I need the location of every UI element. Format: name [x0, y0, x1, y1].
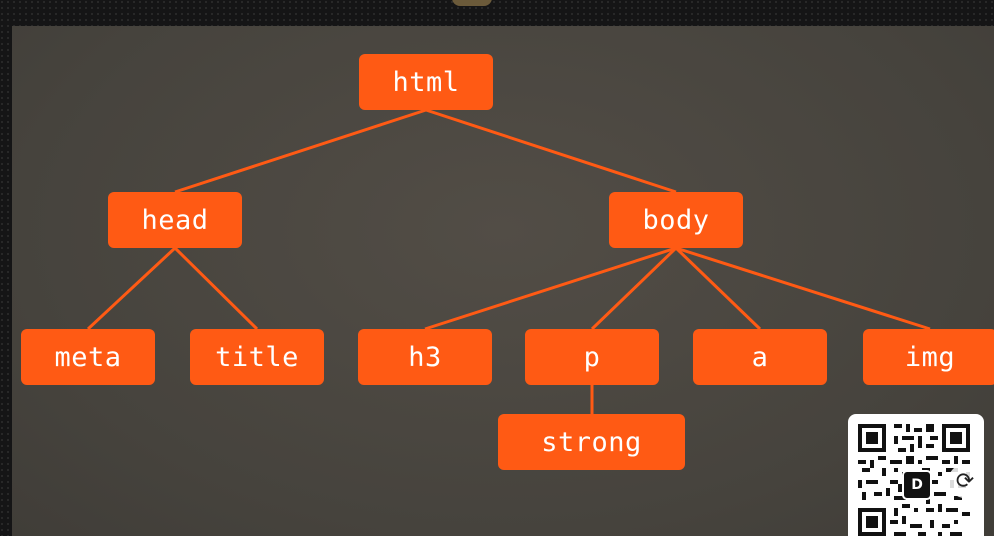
- node-html: html: [359, 54, 493, 110]
- node-head: head: [108, 192, 242, 248]
- qr-code-icon: [858, 424, 970, 536]
- player-top-handle: [452, 0, 492, 6]
- node-title: title: [190, 329, 324, 385]
- node-a: a: [693, 329, 827, 385]
- app-badge-icon: D: [902, 470, 932, 500]
- node-body: body: [609, 192, 743, 248]
- node-meta: meta: [21, 329, 155, 385]
- node-strong: strong: [498, 414, 685, 470]
- node-img: img: [863, 329, 994, 385]
- node-p: p: [525, 329, 659, 385]
- node-h3: h3: [358, 329, 492, 385]
- qr-code-overlay[interactable]: D ⟳: [848, 414, 984, 536]
- refresh-icon[interactable]: ⟳: [948, 464, 982, 498]
